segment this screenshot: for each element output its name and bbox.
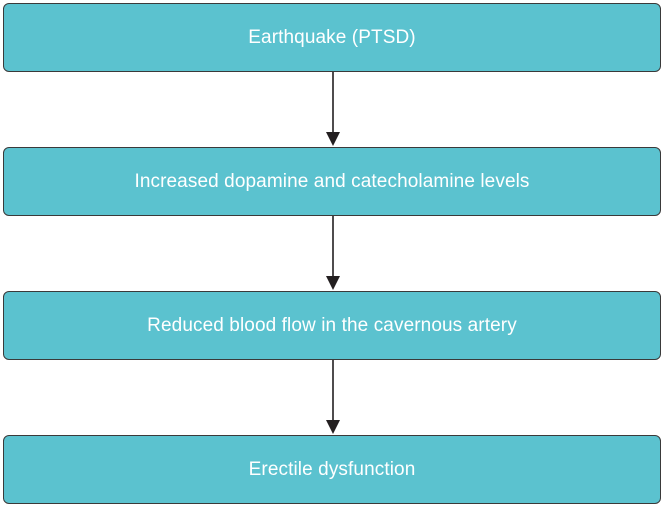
step-label: Erectile dysfunction [248, 458, 416, 480]
arrow-1 [326, 72, 340, 146]
step-label: Reduced blood flow in the cavernous arte… [147, 314, 517, 336]
arrow-3 [326, 360, 340, 434]
step-box-erectile-dysfunction: Erectile dysfunction [3, 435, 661, 504]
step-box-dopamine: Increased dopamine and catecholamine lev… [3, 147, 661, 216]
step-label: Earthquake (PTSD) [248, 26, 416, 48]
step-label: Increased dopamine and catecholamine lev… [134, 170, 530, 192]
step-box-earthquake: Earthquake (PTSD) [3, 3, 661, 72]
step-box-blood-flow: Reduced blood flow in the cavernous arte… [3, 291, 661, 360]
arrow-2 [326, 216, 340, 290]
